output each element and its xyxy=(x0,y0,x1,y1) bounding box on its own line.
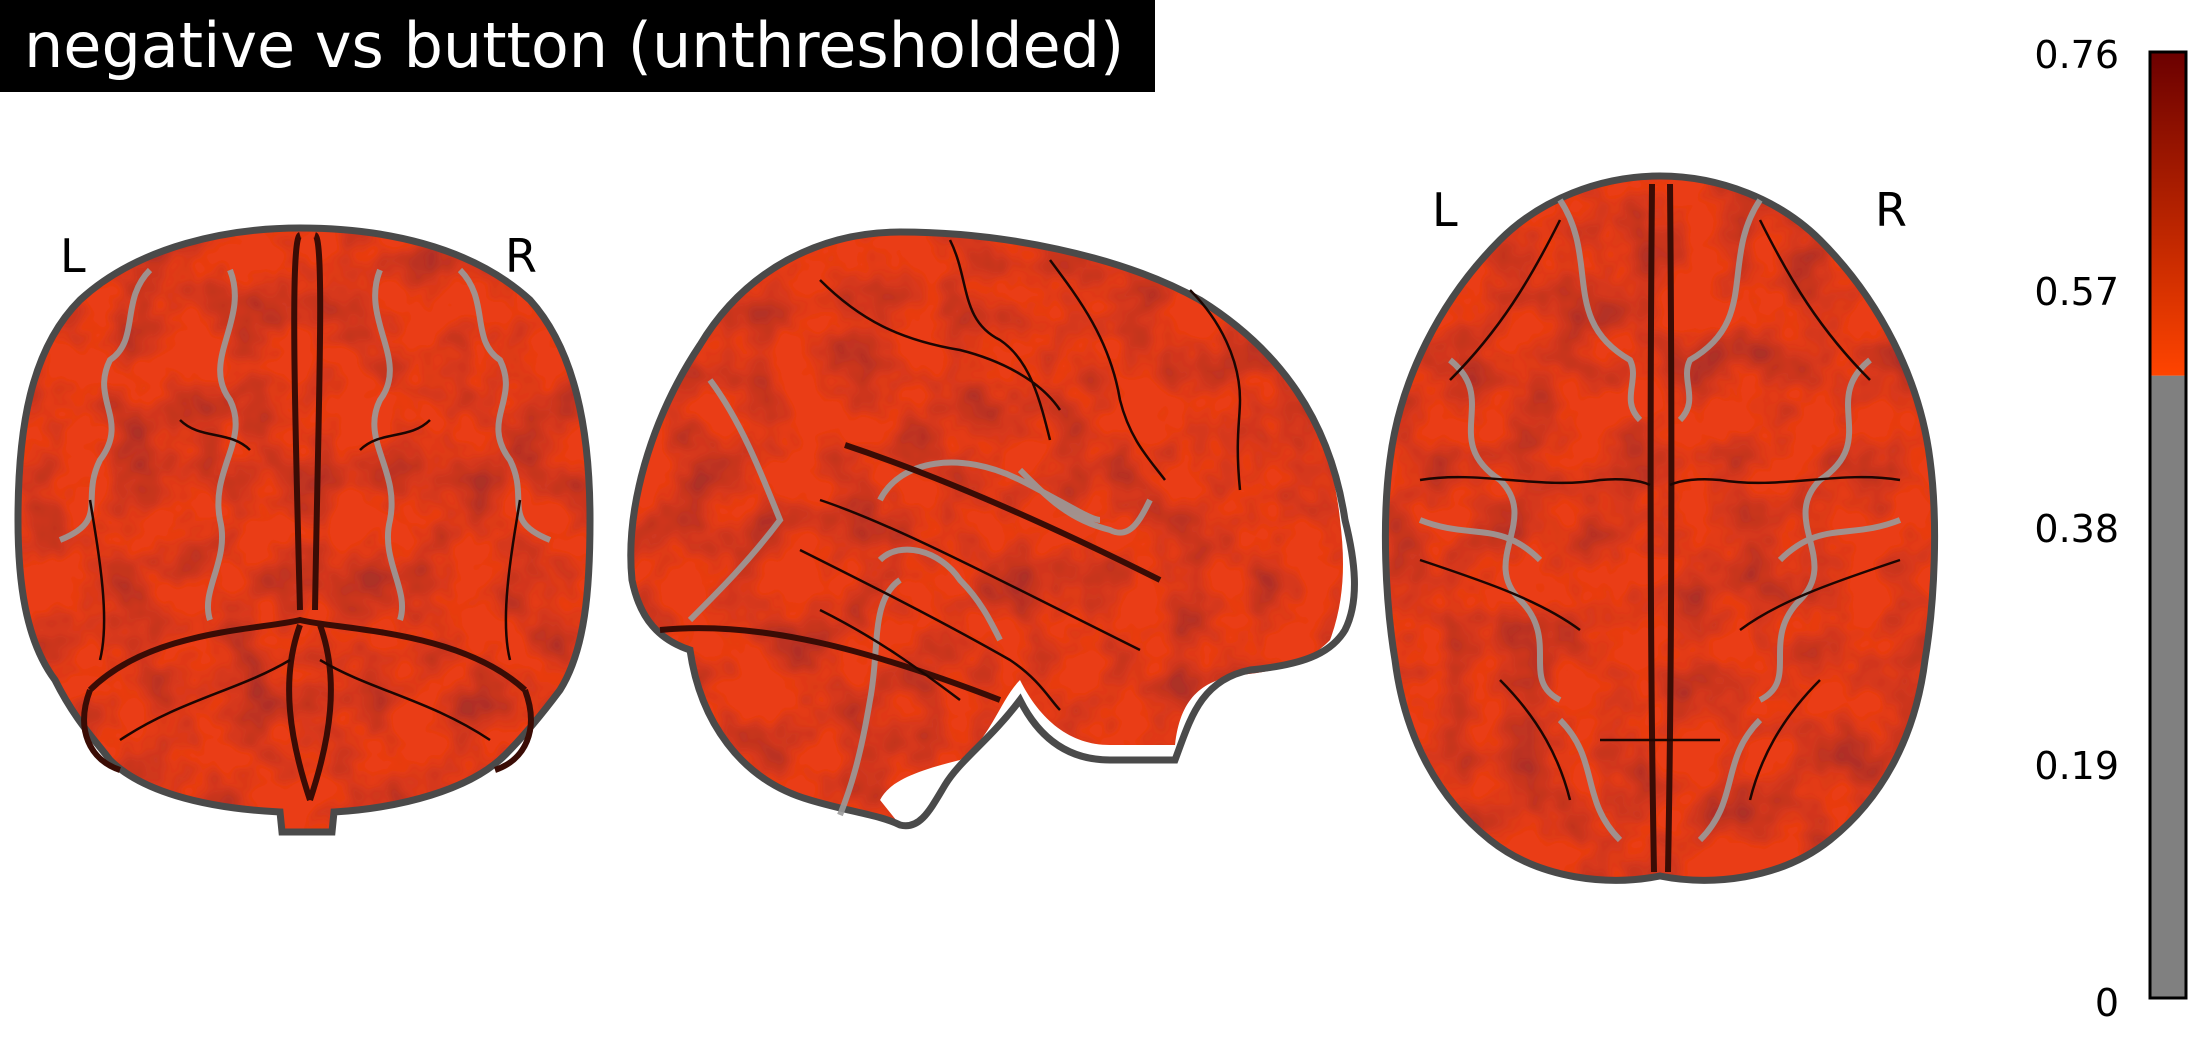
sagittal-gyri xyxy=(687,378,1153,817)
axial-sulci xyxy=(1419,219,1901,801)
figure-title: negative vs button (unthresholded) xyxy=(0,0,1155,92)
coronal-right-label: R xyxy=(505,229,537,283)
coronal-view: L R xyxy=(14,224,594,836)
colorbar-gradient xyxy=(2150,52,2186,376)
coronal-midline xyxy=(291,232,324,611)
sagittal-sulci xyxy=(799,239,1242,711)
axial-left-label: L xyxy=(1432,183,1458,237)
colorbar-below-threshold xyxy=(2150,375,2186,998)
coronal-brain-fill xyxy=(18,228,590,832)
coronal-gyri xyxy=(58,267,552,621)
axial-right-label: R xyxy=(1875,183,1907,237)
axial-view: L R xyxy=(1381,172,1939,884)
coronal-sulci xyxy=(88,419,522,742)
axial-gyri xyxy=(1418,198,1902,843)
sagittal-outline xyxy=(627,228,1358,830)
colorbar-tick-label-3: 0.19 xyxy=(2034,744,2119,788)
sagittal-view xyxy=(627,228,1358,830)
sagittal-sulci-major xyxy=(659,442,1162,703)
coronal-left-label: L xyxy=(60,229,86,283)
colorbar-tick-label-0: 0.76 xyxy=(2034,33,2119,77)
colorbar-tick-label-4: 0 xyxy=(2094,981,2119,1025)
axial-midline xyxy=(1647,183,1675,873)
coronal-outline xyxy=(14,224,594,836)
sagittal-brain-fill xyxy=(630,232,1343,825)
colorbar-tick-label-2: 0.38 xyxy=(2034,507,2119,551)
coronal-cerebellum-line xyxy=(81,616,534,801)
colorbar-frame xyxy=(2148,50,2188,1000)
axial-outline xyxy=(1381,172,1939,884)
colorbar-tick-label-1: 0.57 xyxy=(2034,270,2119,314)
